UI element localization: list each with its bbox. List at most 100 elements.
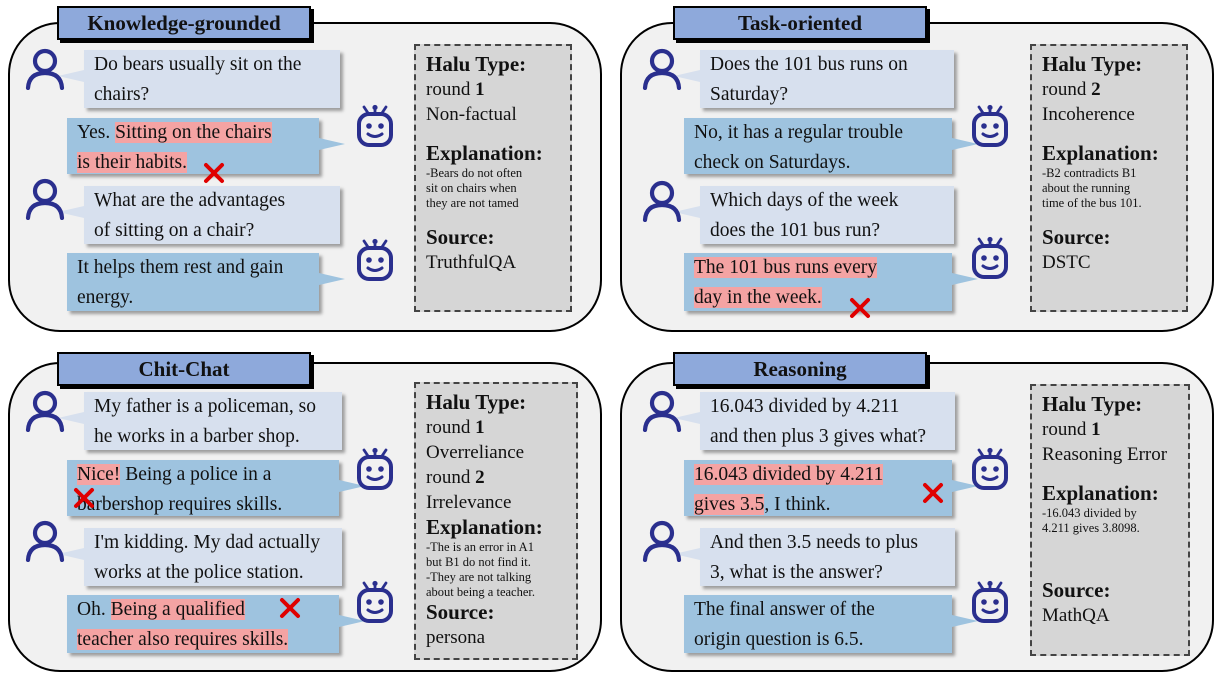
message-line: barbershop requires skills. xyxy=(77,490,329,520)
spacer xyxy=(1042,467,1178,481)
message-line: of sitting on a chair? xyxy=(94,216,330,246)
message-line: check on Saturdays. xyxy=(694,148,942,178)
spacer xyxy=(426,211,560,225)
hallucinated-text: The 101 bus runs every xyxy=(694,257,878,278)
round-number: 1 xyxy=(475,417,485,438)
message-line: teacher also requires skills. xyxy=(77,625,329,655)
explanation-line: -16.043 divided by xyxy=(1042,506,1137,520)
explanation-line: -Bears do not often xyxy=(426,166,523,180)
halu-type-label: Halu Type: xyxy=(426,390,527,414)
robot-icon xyxy=(970,580,1010,629)
message-line: he works in a barber shop. xyxy=(94,422,332,452)
explanation-label: Explanation: xyxy=(1042,141,1159,165)
user-message-bubble: Does the 101 bus runs on Saturday? xyxy=(674,50,954,110)
message-line: No, it has a regular trouble xyxy=(694,118,942,148)
bot-message-bubble: Yes. Sitting on the chairs is their habit… xyxy=(67,118,345,174)
spacer xyxy=(426,127,560,141)
message-text: of sitting on a chair? xyxy=(94,220,255,241)
robot-icon xyxy=(355,580,395,629)
panel-title: Task-oriented xyxy=(673,6,927,40)
hallucinated-text: Nice! xyxy=(77,464,121,485)
message-line: and then plus 3 gives what? xyxy=(710,422,945,452)
explanation-label: Explanation: xyxy=(1042,481,1159,505)
explanation-line: 4.211 gives 3.8098. xyxy=(1042,521,1140,535)
robot-icon xyxy=(355,238,395,287)
message-text: The final answer of the xyxy=(694,599,875,620)
halu-type-value: Incoherence xyxy=(1042,104,1135,125)
source-value: persona xyxy=(426,627,486,648)
halu-type-label: Halu Type: xyxy=(1042,392,1143,416)
message-text: No, it has a regular trouble xyxy=(694,122,904,143)
halu-type-value: Irrelevance xyxy=(426,492,512,513)
source-value: DSTC xyxy=(1042,252,1091,273)
user-icon xyxy=(642,390,682,437)
hallucinated-text: day in the week. xyxy=(694,287,822,308)
user-message-bubble: What are the advantages of sitting on a c… xyxy=(58,186,340,246)
message-line: 16.043 divided by 4.211 xyxy=(710,392,945,422)
message-text: 3, what is the answer? xyxy=(710,562,883,583)
message-line: works at the police station. xyxy=(94,558,332,588)
panel-title: Reasoning xyxy=(673,352,927,386)
message-text: , I think. xyxy=(764,494,831,515)
message-line: Saturday? xyxy=(710,80,944,110)
round-line: round 2 xyxy=(1042,77,1176,102)
message-text: And then 3.5 needs to plus xyxy=(710,532,918,553)
hallucinated-text: is their habits. xyxy=(77,152,187,173)
red-cross-icon xyxy=(203,162,225,189)
robot-icon xyxy=(355,447,395,496)
round-word: round xyxy=(426,417,471,438)
message-text: and then plus 3 gives what? xyxy=(710,426,927,447)
source-value: TruthfulQA xyxy=(426,252,517,273)
user-icon xyxy=(25,178,65,225)
hallucinated-text: Sitting on the chairs xyxy=(115,122,272,143)
explanation-line: -The is an error in A1 xyxy=(426,540,534,554)
round-word: round xyxy=(1042,79,1087,100)
spacer xyxy=(1042,536,1178,578)
source-value: MathQA xyxy=(1042,605,1110,626)
message-line: The final answer of the xyxy=(694,595,942,625)
message-text: check on Saturdays. xyxy=(694,152,851,173)
halu-type-label: Halu Type: xyxy=(426,52,527,76)
round-line: round 1 xyxy=(1042,417,1178,442)
message-text: Which days of the week xyxy=(710,190,899,211)
message-text: chairs? xyxy=(94,84,150,105)
message-text: he works in a barber shop. xyxy=(94,426,300,447)
message-text: Saturday? xyxy=(710,84,788,105)
explanation-line: they are not tamed xyxy=(426,196,519,210)
message-text: Do bears usually sit on the xyxy=(94,54,302,75)
message-text: Does the 101 bus runs on xyxy=(710,54,908,75)
user-icon xyxy=(25,48,65,95)
round-line: round 1 xyxy=(426,415,566,440)
user-icon xyxy=(25,520,65,567)
source-label: Source: xyxy=(1042,225,1111,249)
halu-type-value: Reasoning Error xyxy=(1042,444,1168,465)
message-line: is their habits. xyxy=(77,148,309,178)
message-line: My father is a policeman, so xyxy=(94,392,332,422)
message-line: day in the week. xyxy=(694,283,942,313)
message-text: Being a police in a xyxy=(120,464,272,485)
source-label: Source: xyxy=(426,600,495,624)
message-text: Yes. xyxy=(77,122,116,143)
message-text: does the 101 bus run? xyxy=(710,220,881,241)
bot-message-bubble: Nice! Being a police in a barbershop requ… xyxy=(67,460,365,516)
message-line: And then 3.5 needs to plus xyxy=(710,528,945,558)
robot-icon xyxy=(970,236,1010,285)
robot-icon xyxy=(970,447,1010,496)
message-line: energy. xyxy=(77,283,309,313)
message-line: Nice! Being a police in a xyxy=(77,460,329,490)
message-line: Does the 101 bus runs on xyxy=(710,50,944,80)
message-text: barbershop requires skills. xyxy=(77,494,283,515)
explanation-label: Explanation: xyxy=(426,515,543,539)
message-text: Oh. xyxy=(77,599,111,620)
message-line: What are the advantages xyxy=(94,186,330,216)
message-line: I'm kidding. My dad actually xyxy=(94,528,332,558)
explanation-line: sit on chairs when xyxy=(426,181,517,195)
message-line: gives 3.5, I think. xyxy=(694,490,942,520)
round-number: 2 xyxy=(475,467,485,488)
red-cross-icon xyxy=(849,297,871,324)
